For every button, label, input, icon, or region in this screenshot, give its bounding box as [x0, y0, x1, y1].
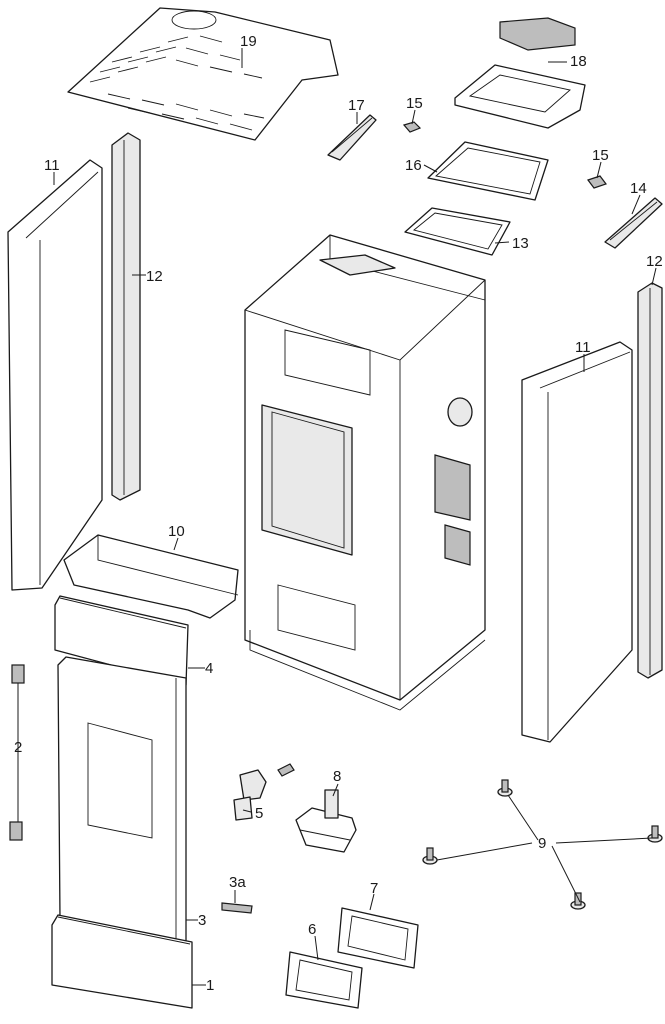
callout-7: 7: [370, 880, 378, 897]
part-8-burn-pot: [295, 789, 357, 853]
part-15-clip-right: [587, 175, 607, 189]
part-15-clip-top: [402, 121, 422, 133]
callout-12-right: 12: [646, 253, 663, 270]
callout-11-left: 11: [44, 157, 60, 174]
part-5-clips: [233, 763, 295, 821]
part-4-upper-front-panel: [54, 595, 189, 686]
part-14-bracket: [604, 197, 663, 249]
part-16-tray: [427, 141, 549, 201]
part-17-bracket: [327, 114, 377, 161]
callout-8: 8: [333, 768, 341, 785]
stove-body: [244, 234, 486, 711]
callout-11-right: 11: [575, 339, 591, 356]
part-12-side-rail-left: [111, 132, 141, 501]
callout-9: 9: [538, 835, 546, 852]
part-11-side-panel-right: [521, 341, 633, 743]
part-3a-small-piece: [221, 902, 253, 914]
callout-18: 18: [570, 53, 587, 70]
part-18-top-lid: [454, 17, 586, 129]
part-1-lower-front-panel: [51, 914, 193, 1009]
part-19-top-grille: [67, 7, 339, 141]
part-3-door: [57, 656, 187, 943]
leader-lines: [53, 48, 657, 986]
callout-15-right: 15: [592, 147, 609, 164]
callout-12-left: 12: [146, 268, 163, 285]
part-2-hinges: [9, 664, 25, 841]
callout-15-top: 15: [406, 95, 423, 112]
part-6-gasket-flange: [285, 951, 363, 1009]
callout-14: 14: [630, 180, 647, 197]
part-7-flange: [337, 907, 419, 969]
callout-1: 1: [206, 977, 214, 994]
callout-3: 3: [198, 912, 206, 929]
part-10-rear-bracket: [63, 534, 239, 619]
callout-6: 6: [308, 921, 316, 938]
callout-4: 4: [205, 660, 213, 677]
part-11-side-panel-left: [7, 159, 103, 591]
callout-19: 19: [240, 33, 257, 50]
callout-16: 16: [405, 157, 422, 174]
callout-13: 13: [512, 235, 529, 252]
callout-5: 5: [255, 805, 263, 822]
callout-3a: 3a: [229, 874, 246, 891]
callout-17: 17: [348, 97, 365, 114]
callout-2: 2: [14, 739, 22, 756]
part-12-side-rail-right: [637, 282, 663, 679]
callout-labels: 19 18 17 15 16 15 14 13 11 12 11 12 10 4…: [14, 33, 663, 994]
part-13-gasket: [404, 207, 511, 256]
callout-10: 10: [168, 523, 185, 540]
